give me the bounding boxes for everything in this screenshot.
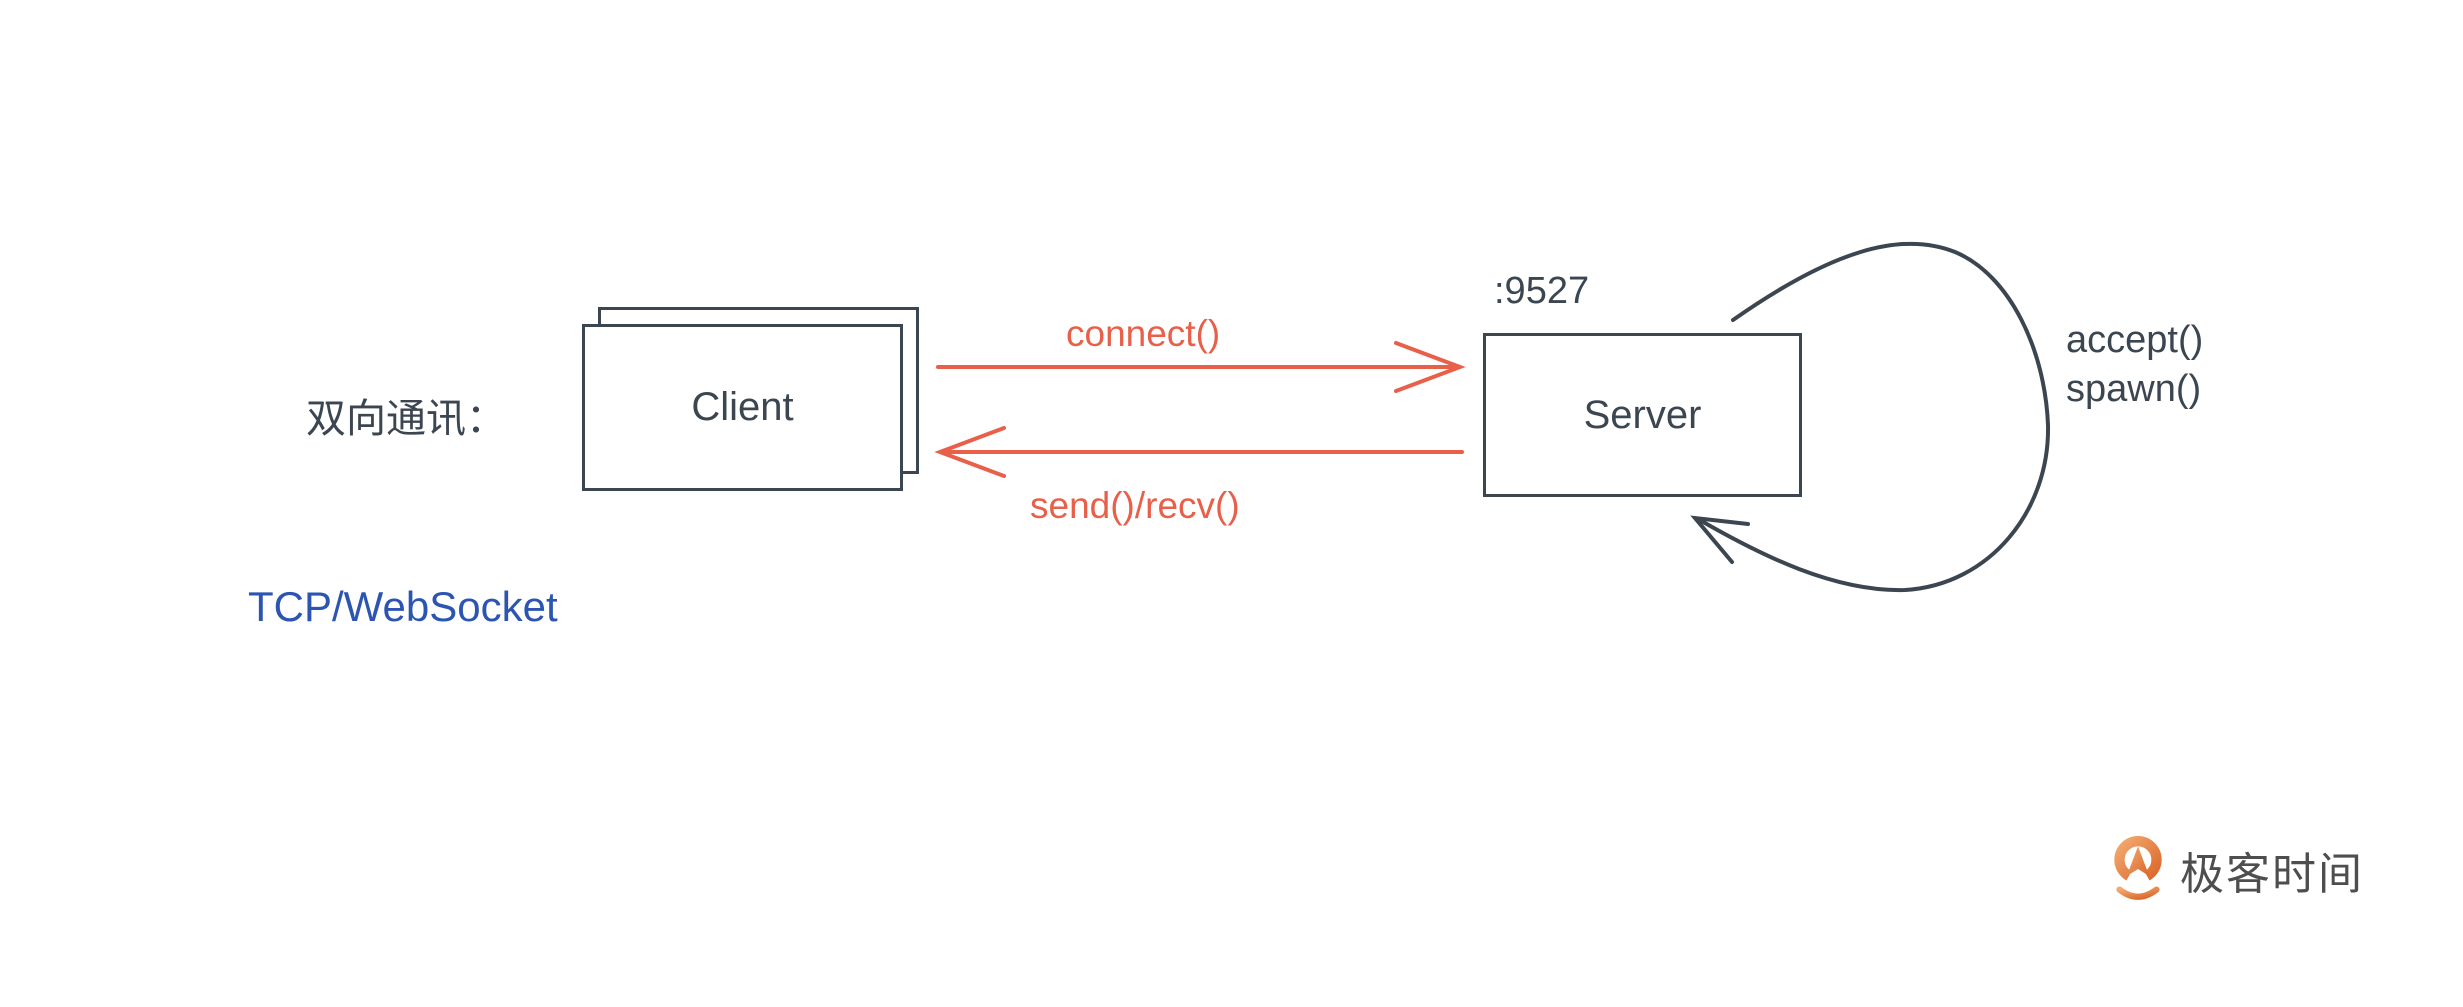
- server-port-label: :9527: [1494, 270, 1590, 312]
- connect-arrow-label: connect(): [1066, 313, 1221, 354]
- server-box-label: Server: [1583, 392, 1702, 437]
- connect-arrowhead-icon: [1394, 341, 1466, 393]
- send-recv-arrow-label: send()/recv(): [1030, 485, 1240, 526]
- send-recv-arrow: [934, 426, 1464, 478]
- protocol-label: TCP/WebSocket: [248, 583, 558, 630]
- loop-arrowhead-icon: [1690, 515, 1750, 564]
- accept-label: accept(): [2066, 319, 2204, 361]
- spawn-label: spawn(): [2066, 368, 2202, 410]
- bidirectional-label: 双向通讯：: [306, 397, 506, 441]
- loop-labels: accept() spawn(): [2066, 316, 2203, 414]
- server-box: Server: [1483, 333, 1802, 497]
- send-recv-arrowhead-icon: [934, 426, 1006, 478]
- geektime-logo: 极客时间: [2110, 834, 2364, 906]
- client-box-label: Client: [691, 385, 794, 429]
- client-box: Client: [582, 324, 903, 491]
- geektime-logo-icon: [2114, 836, 2162, 900]
- geektime-logo-text: 极客时间: [2180, 850, 2364, 899]
